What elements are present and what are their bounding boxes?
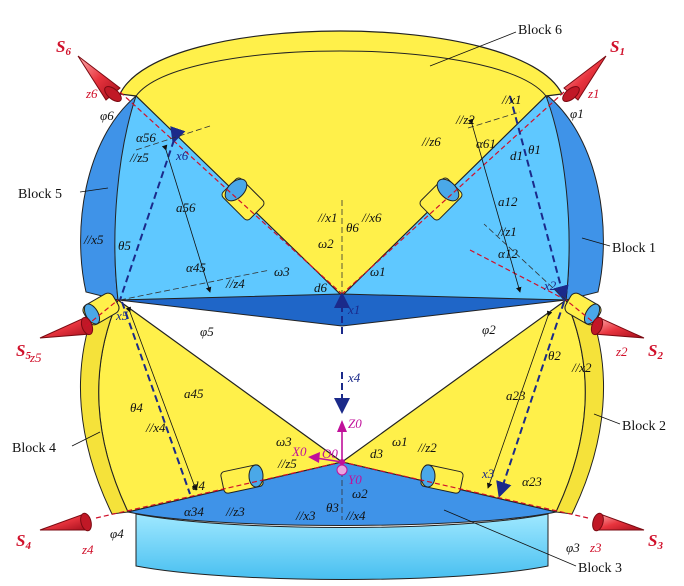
- block5-label: Block 5: [18, 187, 62, 202]
- alpha12-label: α12: [498, 246, 518, 261]
- block4-label: Block 4: [12, 441, 56, 456]
- a12-label: a12: [498, 194, 518, 209]
- a45-label: a45: [184, 386, 204, 401]
- theta4-label: θ4: [130, 400, 143, 415]
- dimension-lines: [125, 118, 553, 491]
- z4-label: z4: [81, 542, 94, 557]
- par-z1-label: //z1: [497, 224, 517, 239]
- block6-rim: [135, 50, 547, 97]
- theta3-label: θ3: [326, 500, 339, 515]
- omega3-label: ω3: [274, 264, 290, 279]
- s3-label: S3: [648, 531, 663, 552]
- x1-label: x1: [347, 302, 360, 317]
- cone-s6-icon: [77, 55, 122, 102]
- d3-label: d3: [370, 446, 384, 461]
- z5-label: z5: [29, 350, 42, 365]
- s2-label: S2: [648, 341, 663, 362]
- a23-label: a23: [506, 388, 526, 403]
- cone-s2-icon: [590, 316, 645, 339]
- cylinder-block6-right: [419, 177, 463, 221]
- block2-label: Block 2: [622, 419, 666, 434]
- phi2-label: φ2: [482, 322, 496, 337]
- x6-label: x6: [175, 148, 189, 163]
- cylinder-block3-left: [220, 464, 264, 494]
- omega1-label: ω1: [370, 264, 386, 279]
- d6-label: d6: [314, 280, 328, 295]
- theta6-label: θ6: [346, 220, 359, 235]
- theta5-label: θ5: [118, 238, 131, 253]
- s1-label: S1: [610, 37, 625, 58]
- x5-label: x5: [115, 308, 129, 323]
- x0-label: X0: [291, 444, 307, 459]
- par-x4b-label: //x4: [345, 508, 366, 523]
- par-z3-label: //z3: [225, 504, 245, 519]
- omega3b-label: ω3: [276, 434, 292, 449]
- alpha23-label: α23: [522, 474, 542, 489]
- par-x2-label: //x2: [571, 360, 592, 375]
- z2-label: z2: [615, 344, 628, 359]
- par-x1b-label: //x1: [317, 210, 338, 225]
- z1-label: z1: [587, 86, 600, 101]
- theta2-label: θ2: [548, 348, 561, 363]
- s4-label: S4: [16, 531, 31, 552]
- cone-s3-icon: [592, 512, 645, 532]
- par-x6-label: //x6: [361, 210, 382, 225]
- cylinder-block3-right: [420, 464, 464, 494]
- phi6-label: φ6: [100, 108, 114, 123]
- cone-s5-icon: [39, 316, 94, 339]
- par-z2-label: //z2: [455, 112, 475, 127]
- a56-label: a56: [176, 200, 196, 215]
- z6-label: z6: [85, 86, 98, 101]
- alpha34-label: α34: [184, 504, 204, 519]
- z0-label: Z0: [348, 416, 362, 431]
- par-x1-label: //x1: [501, 92, 522, 107]
- origin-frame: [308, 420, 348, 476]
- par-x3-label: //x3: [295, 508, 316, 523]
- par-x4-label: //x4: [145, 420, 166, 435]
- x2-label: x2: [543, 278, 557, 293]
- y0-label: Y0: [348, 472, 362, 487]
- phi4-label: φ4: [110, 526, 124, 541]
- block3-label: Block 3: [578, 561, 622, 576]
- phi3-label: φ3: [566, 540, 580, 555]
- par-z6-label: //z6: [421, 134, 441, 149]
- par-z5b-label: //z5: [277, 456, 297, 471]
- alpha56-label: α56: [136, 130, 156, 145]
- omega2-label: ω2: [318, 236, 334, 251]
- omega1b-label: ω1: [392, 434, 408, 449]
- z3-label: z3: [589, 540, 602, 555]
- par-z2b-label: //z2: [417, 440, 437, 455]
- alpha45-label: α45: [186, 260, 206, 275]
- d4-label: d4: [192, 478, 206, 493]
- block6-label: Block 6: [518, 23, 562, 38]
- o0-label: O0: [322, 446, 338, 461]
- par-x5-label: //x5: [83, 232, 104, 247]
- x4-label: x4: [347, 370, 361, 385]
- par-z5-label: //z5: [129, 150, 149, 165]
- block3-base: [135, 513, 549, 580]
- x3-label: x3: [481, 466, 495, 481]
- cone-s1-icon: [562, 55, 607, 102]
- alpha61-label: α61: [476, 136, 496, 151]
- block1-label: Block 1: [612, 241, 656, 256]
- d1-label: d1: [510, 148, 523, 163]
- cone-s4-icon: [39, 512, 92, 532]
- s6-label: S6: [56, 37, 71, 58]
- par-z4-label: //z4: [225, 276, 245, 291]
- s5-label: S5: [16, 341, 31, 362]
- cylinder-block6-left: [221, 177, 265, 221]
- omega2b-label: ω2: [352, 486, 368, 501]
- theta1-label: θ1: [528, 142, 541, 157]
- phi5-label: φ5: [200, 324, 214, 339]
- phi1-label: φ1: [570, 106, 584, 121]
